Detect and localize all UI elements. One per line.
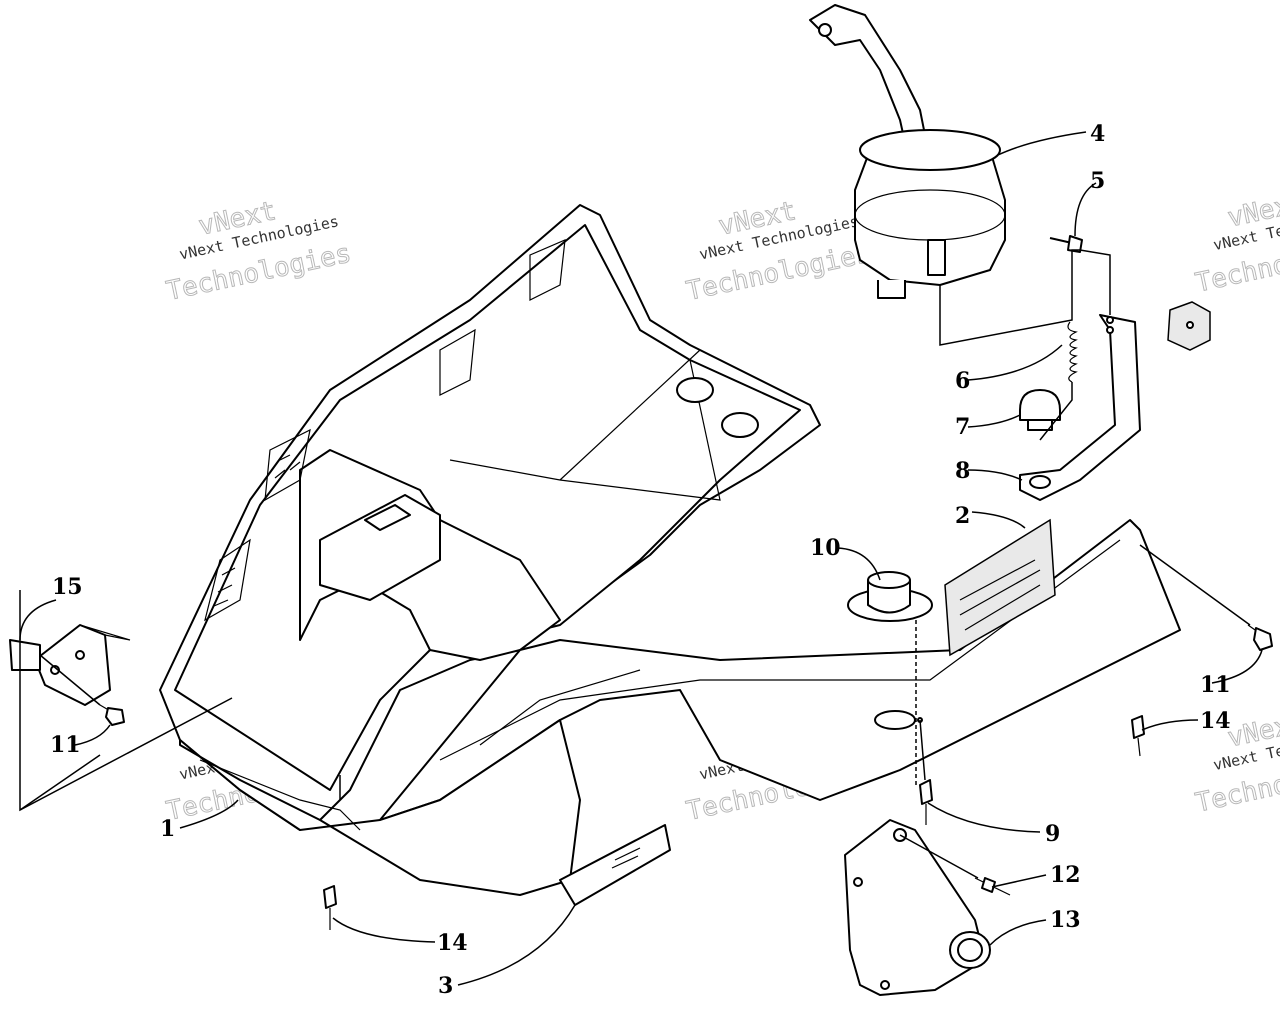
watermark-group-3: vNext vNext Technologies Technologies	[1192, 187, 1280, 299]
part-spring	[1067, 321, 1078, 383]
callout-2: 2	[955, 503, 970, 529]
callout-14-right: 14	[1200, 708, 1231, 734]
callout-10: 10	[810, 535, 841, 561]
assembly-lines	[19, 249, 1251, 879]
callout-8: 8	[955, 458, 970, 484]
part-grommet	[1019, 389, 1061, 431]
watermark-group-1: vNext vNext Technologies Technologies	[163, 196, 354, 308]
part-muffler	[809, 4, 1006, 299]
callout-12: 12	[1050, 862, 1081, 888]
part-exhaust-cover	[844, 819, 991, 996]
part-nut	[1167, 301, 1211, 351]
callout-6: 6	[955, 368, 970, 394]
part-screw-left	[99, 704, 125, 726]
callout-14-left: 14	[437, 930, 468, 956]
callout-15: 15	[52, 574, 83, 600]
part-bracket	[1019, 314, 1141, 501]
part-rivet-14-right	[1131, 715, 1145, 757]
callout-9: 9	[1045, 821, 1060, 847]
callout-13: 13	[1050, 907, 1081, 933]
callout-7: 7	[955, 414, 970, 440]
callout-11-left: 11	[50, 732, 81, 758]
callout-11-right: 11	[1200, 672, 1231, 698]
watermark-group-2: vNext vNext Technologies Technologies	[683, 196, 874, 308]
callout-4: 4	[1090, 121, 1105, 147]
part-rivet-9	[919, 779, 933, 825]
part-reflector	[559, 824, 671, 906]
part-hinge-bracket	[9, 624, 131, 706]
part-decal	[944, 518, 1056, 657]
callout-labels: 1 2 3 4 5 6 7 8 9 10 11 11 12 13 14 14 1…	[50, 121, 1231, 999]
part-cap	[847, 571, 933, 622]
callout-5: 5	[1090, 168, 1105, 194]
part-pin	[974, 877, 1011, 896]
part-body-shell	[159, 204, 1181, 896]
callout-3: 3	[438, 973, 453, 999]
part-clip	[1049, 235, 1083, 253]
callout-1: 1	[160, 816, 175, 842]
part-screw-right	[1247, 624, 1273, 651]
part-rivet-14-left	[323, 885, 337, 930]
callout-leaders	[19, 131, 1263, 986]
